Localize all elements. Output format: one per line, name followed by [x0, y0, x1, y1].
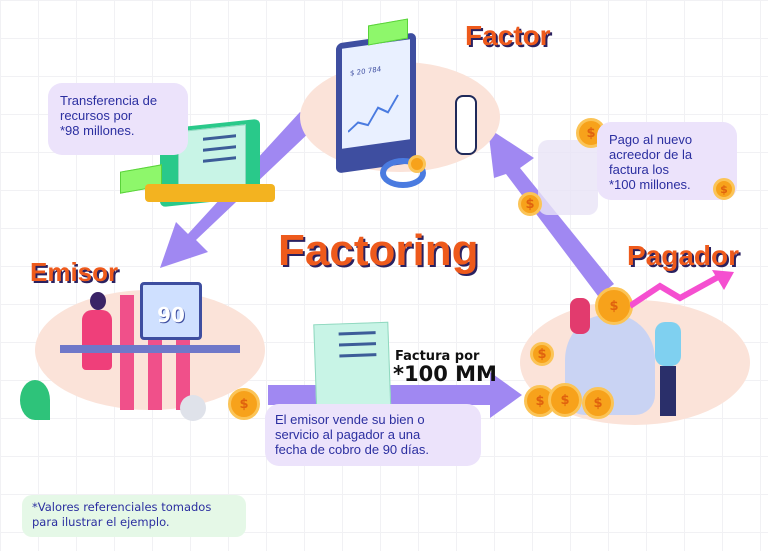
jar-icon — [538, 140, 598, 215]
pagador-person — [655, 322, 681, 366]
coin-icon: $ — [228, 388, 260, 420]
factor-person — [455, 95, 477, 155]
coin-icon: $ — [530, 342, 554, 366]
sale-bubble: El emisor vende su bien o servicio al pa… — [265, 404, 481, 466]
monitor: $ 20 784 — [336, 32, 416, 174]
growth-arrow-icon — [630, 270, 734, 309]
chart-icon — [348, 94, 399, 133]
arrow-emisor-to-pagador — [268, 372, 522, 418]
coin-stack — [408, 155, 426, 173]
screen-amount: $ 20 784 — [350, 65, 382, 78]
main-title: Factoring — [278, 226, 479, 275]
transfer-bubble: Transferencia de recursos por *98 millon… — [48, 83, 188, 155]
payment-bubble: Pago al nuevo acreedor de la factura los… — [597, 122, 737, 200]
calendar-icon: 90 — [140, 282, 202, 340]
desk — [60, 345, 240, 353]
pagador-person-2 — [570, 298, 590, 334]
plant-icon — [20, 380, 50, 420]
factor-title: Factor — [465, 20, 551, 51]
coin-icon: $ — [518, 192, 542, 216]
coin-stacks — [145, 184, 275, 202]
ring-icon — [380, 158, 426, 188]
pagador-title: Pagador — [627, 240, 740, 271]
emisor-title: Emisor — [30, 257, 119, 287]
coin-icon: $ — [595, 287, 633, 325]
coin-icon: $ — [582, 387, 614, 419]
invoice-amount: *100 MM — [393, 362, 497, 386]
footnote: *Valores referenciales tomados para ilus… — [22, 495, 246, 537]
invoice-label: Factura por — [395, 349, 480, 364]
coin-icon: $ — [548, 383, 582, 417]
emisor-person — [82, 310, 112, 370]
coin-icon: $ — [713, 178, 735, 200]
